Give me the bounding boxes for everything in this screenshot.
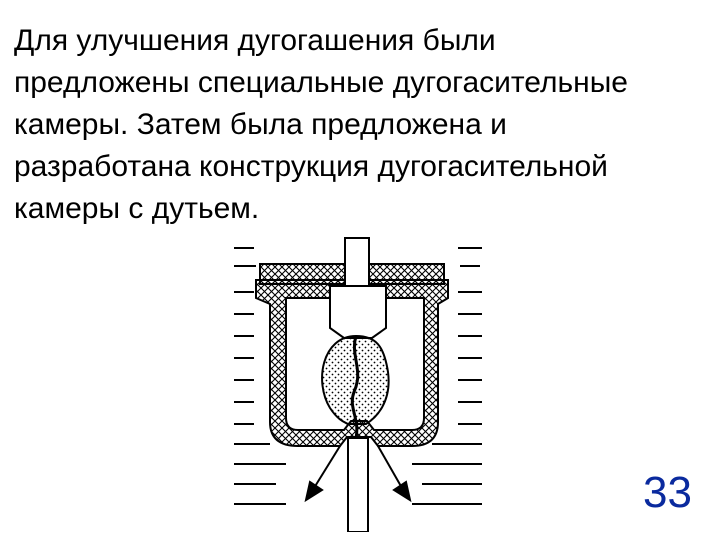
text-line-5: камеры с дутьем. [14,192,260,225]
page-number: 33 [643,468,692,517]
arc-chamber-drawing [234,237,482,533]
upper-contact [329,285,387,339]
text-line-1: Для улучшения дугогашения были [14,24,496,57]
electric-arc [350,335,360,439]
text-line-2: предложены специальные дугогасительные [14,66,628,99]
text-line-3: камеры. Затем была предложена и [14,108,507,141]
lower-rod [347,437,369,533]
upper-rod [344,237,370,291]
gas-bubble [321,334,390,425]
liquid-lines [234,247,482,505]
text-line-4: разработана конструкция дугогасительной [14,150,608,183]
blast-arrows [304,445,412,503]
slide-body-text: Для улучшения дугогашения были предложен… [14,20,704,230]
arc-chamber-diagram [226,232,496,533]
